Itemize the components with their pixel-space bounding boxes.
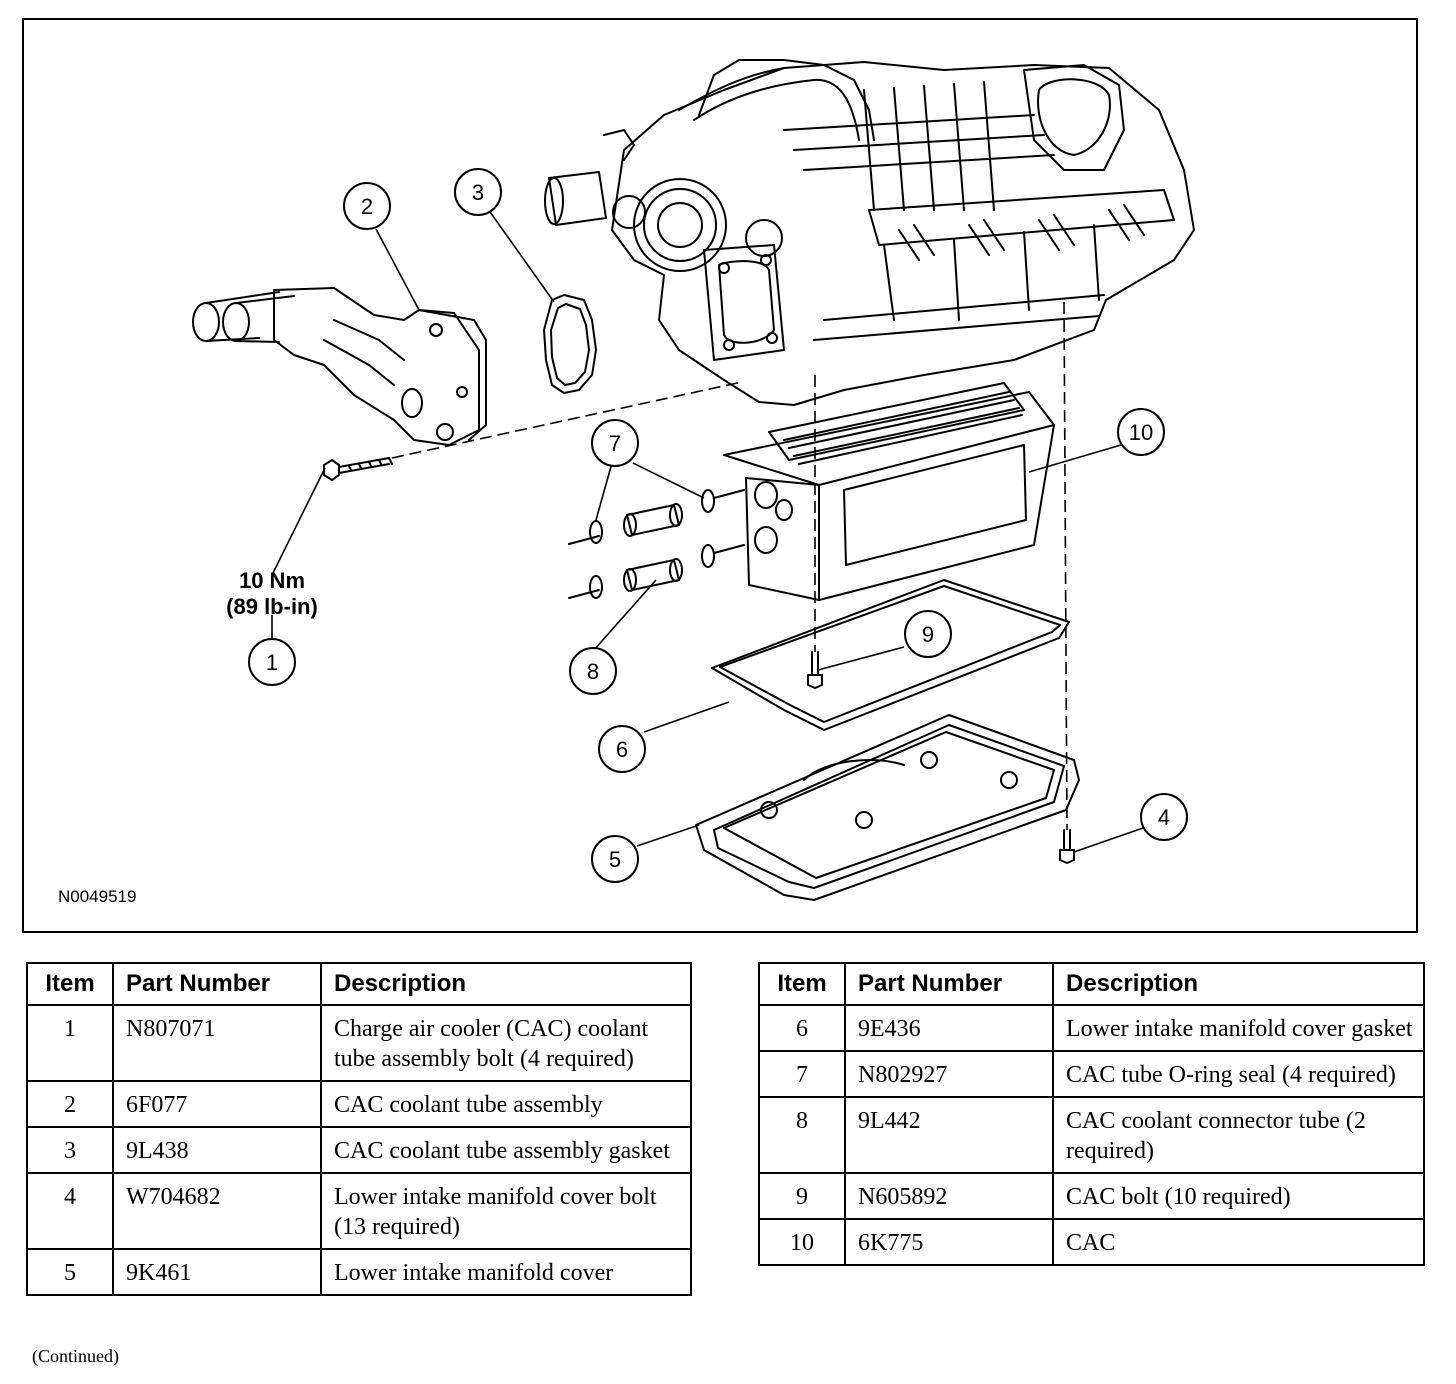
header-part-number: Part Number [112,962,322,1006]
item-cell: 1 [26,1004,114,1082]
svg-text:10: 10 [1129,420,1153,445]
item-cell: 2 [26,1080,114,1128]
leader-lines [271,208,1144,853]
callout-8: 8 [569,647,617,695]
description-cell: CAC bolt (10 required) [1052,1172,1425,1220]
svg-text:1: 1 [266,650,278,675]
header-description: Description [320,962,692,1006]
table-row: 8 9L442 CAC coolant connector tube (2 re… [758,1096,1425,1174]
part-number-cell: 6K775 [844,1218,1054,1266]
cac-o-ring-seals-and-connector-tubes [568,489,745,599]
callout-2: 2 [343,182,391,230]
table-row: 4 W704682 Lower intake manifold cover bo… [26,1172,692,1250]
lower-intake-manifold-cover-gasket [711,579,1070,731]
part-number-cell: 9K461 [112,1248,322,1296]
item-cell: 9 [758,1172,846,1220]
continued-note: (Continued) [32,1346,119,1366]
cac-coolant-tube-assembly [192,287,487,446]
part-number-cell: N807071 [112,1004,322,1082]
part-number-cell: 6F077 [112,1080,322,1128]
supercharger-upper-intake-assembly [544,59,1195,406]
table-row: 3 9L438 CAC coolant tube assembly gasket [26,1126,692,1174]
header-item: Item [758,962,846,1006]
description-cell: CAC coolant tube assembly [320,1080,692,1128]
description-cell: CAC [1052,1218,1425,1266]
alignment-lines [391,301,1068,831]
item-cell: 3 [26,1126,114,1174]
header-description: Description [1052,962,1425,1006]
table-row: 6 9E436 Lower intake manifold cover gask… [758,1004,1425,1052]
parts-table-right: Item Part Number Description 6 9E436 Low… [758,962,1425,1266]
callout-7: 7 [591,419,639,467]
callout-4: 4 [1140,793,1188,841]
item-cell: 5 [26,1248,114,1296]
part-number-cell: 9L442 [844,1096,1054,1174]
part-number-cell: N802927 [844,1050,1054,1098]
item-cell: 10 [758,1218,846,1266]
cac-tube-bolt [323,457,393,481]
svg-text:7: 7 [609,431,621,456]
description-cell: Charge air cooler (CAC) coolant tube ass… [320,1004,692,1082]
part-number-cell: N605892 [844,1172,1054,1220]
table-row: 5 9K461 Lower intake manifold cover [26,1248,692,1296]
table-header-row: Item Part Number Description [26,962,692,1006]
callout-3: 3 [454,168,502,216]
diagram-drawing: 1 2 3 4 5 6 7 8 9 10 10 Nm (89 lb-in) N0… [58,59,1195,906]
item-cell: 6 [758,1004,846,1052]
cac-charge-air-cooler [723,382,1055,601]
torque-value-lbin: (89 lb-in) [226,594,318,619]
table-row: 2 6F077 CAC coolant tube assembly [26,1080,692,1128]
part-number-cell: W704682 [112,1172,322,1250]
lower-intake-manifold-cover [695,714,1080,901]
callout-10: 10 [1117,408,1165,456]
figure-id: N0049519 [58,887,136,906]
table-row: 10 6K775 CAC [758,1218,1425,1266]
callout-9: 9 [904,610,952,658]
callout-circles: 1 2 3 4 5 6 7 8 9 10 [248,168,1188,883]
item-cell: 4 [26,1172,114,1250]
header-part-number: Part Number [844,962,1054,1006]
part-number-cell: 9L438 [112,1126,322,1174]
svg-text:4: 4 [1158,805,1170,830]
svg-text:2: 2 [361,194,373,219]
table-row: 1 N807071 Charge air cooler (CAC) coolan… [26,1004,692,1082]
lower-intake-manifold-cover-bolt [1059,829,1075,864]
description-cell: Lower intake manifold cover [320,1248,692,1296]
item-cell: 8 [758,1096,846,1174]
description-cell: CAC coolant connector tube (2 required) [1052,1096,1425,1174]
svg-text:9: 9 [922,622,934,647]
table-row: 9 N605892 CAC bolt (10 required) [758,1172,1425,1220]
exploded-diagram: 1 2 3 4 5 6 7 8 9 10 10 Nm (89 lb-in) N0… [22,18,1418,933]
callout-5: 5 [591,835,639,883]
header-item: Item [26,962,114,1006]
callout-6: 6 [598,725,646,773]
table-header-row: Item Part Number Description [758,962,1425,1006]
torque-value-nm: 10 Nm [239,568,305,593]
part-number-cell: 9E436 [844,1004,1054,1052]
description-cell: Lower intake manifold cover bolt (13 req… [320,1172,692,1250]
description-cell: CAC coolant tube assembly gasket [320,1126,692,1174]
item-cell: 7 [758,1050,846,1098]
svg-text:6: 6 [616,737,628,762]
table-row: 7 N802927 CAC tube O-ring seal (4 requir… [758,1050,1425,1098]
svg-text:5: 5 [609,847,621,872]
svg-text:3: 3 [472,180,484,205]
parts-table-left: Item Part Number Description 1 N807071 C… [26,962,692,1296]
cac-coolant-tube-gasket [543,294,597,394]
cac-bolt [807,651,823,689]
callout-1: 1 [248,638,296,686]
description-cell: CAC tube O-ring seal (4 required) [1052,1050,1425,1098]
svg-text:8: 8 [587,659,599,684]
description-cell: Lower intake manifold cover gasket [1052,1004,1425,1052]
